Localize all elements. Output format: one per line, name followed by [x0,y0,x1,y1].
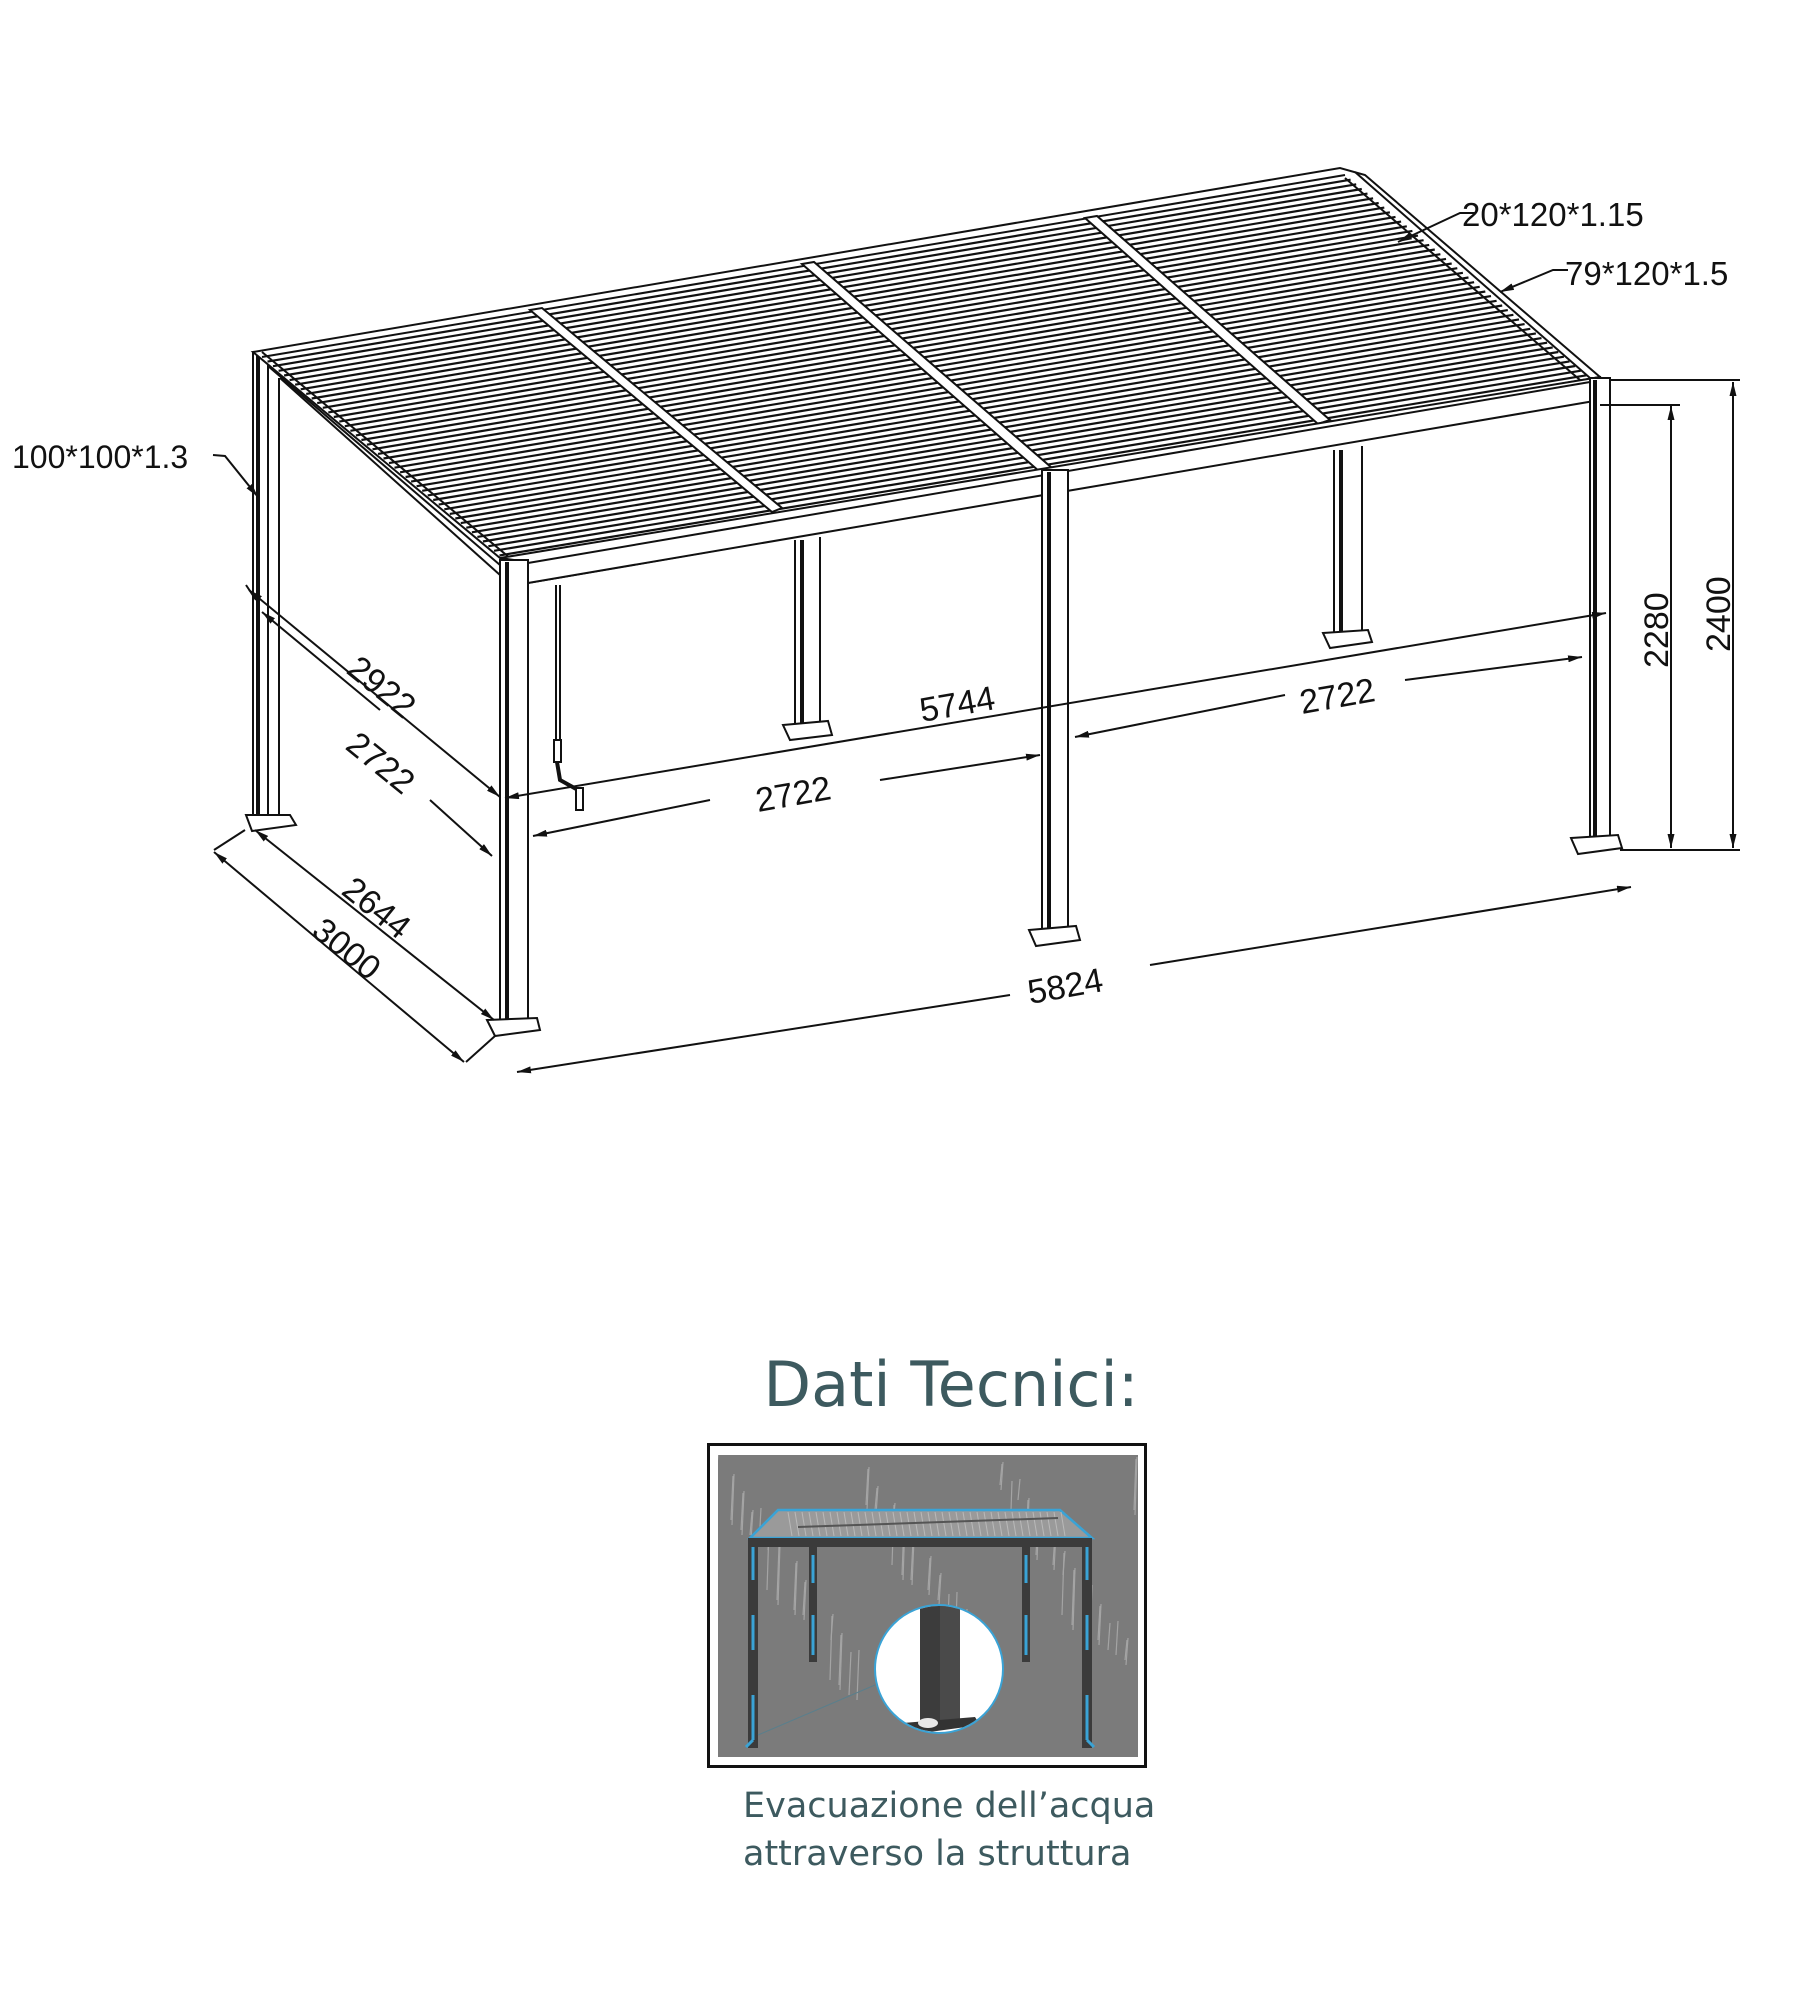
roof [250,166,1603,585]
section-title: Dati Tecnici: [763,1348,1139,1421]
label-beam-profile: 79*120*1.5 [1565,255,1728,292]
dim-5824: 5824 [1025,961,1106,1012]
dim-2922: 2922 [340,649,423,726]
back-right-middle-post [1321,446,1374,650]
label-louver-profile: 20*120*1.15 [1462,196,1644,233]
post-base-detail-icon [874,1604,1004,1734]
water-drainage-image [707,1443,1147,1768]
feature-caption: Evacuazione dell’acqua attraverso la str… [743,1782,1263,1878]
dim-2280: 2280 [1638,592,1676,668]
front-right-post [1569,377,1624,856]
back-middle-post [781,537,834,742]
label-post-profile: 100*100*1.3 [12,439,188,475]
back-left-post [244,352,298,833]
dim-5744: 5744 [917,679,998,730]
pergola-structure [244,166,1624,1038]
dimension-lines [212,212,1740,1074]
dimension-labels: 100*100*1.3 20*120*1.15 79*120*1.5 2922 … [12,196,1738,1012]
dim-2722-right-bay: 2722 [1297,671,1378,722]
front-left-post [485,559,542,1038]
crank-handle [553,585,584,811]
dim-2722-left-bay: 2722 [753,769,834,820]
caption-line-2: attraverso la struttura [743,1834,1132,1874]
dim-2722-side: 2722 [339,725,422,802]
caption-line-1: Evacuazione dell’acqua [743,1786,1156,1826]
dim-2400: 2400 [1700,576,1738,652]
drainage-illustration [718,1455,1138,1757]
rafters [527,214,1332,514]
pergola-technical-drawing: 100*100*1.3 20*120*1.15 79*120*1.5 2922 … [12,166,1740,1074]
